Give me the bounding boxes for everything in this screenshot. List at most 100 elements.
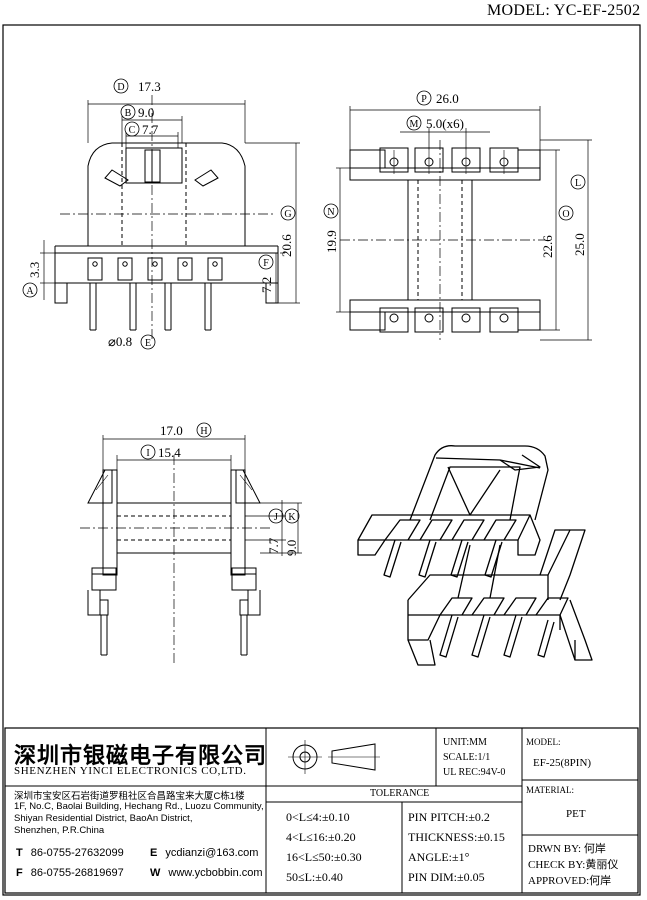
fax-value: 86-0755-26819697	[30, 867, 124, 879]
letter-O: O	[562, 209, 569, 220]
letter-K-circle	[284, 508, 300, 524]
letter-M-circle	[406, 115, 422, 131]
projection-symbol-cone	[331, 743, 376, 771]
letter-D-circle	[113, 78, 129, 94]
email-value: ycdianzi@163.com	[165, 847, 259, 859]
tolerance-row-3: 16<L≤50:±0.30	[286, 850, 362, 864]
drawn-by: DRWN BY: 何岸	[528, 843, 606, 855]
tolerance-row-2: 4<L≤16:±0.20	[286, 830, 356, 844]
isometric-view	[357, 445, 593, 666]
dim-N-value: 19.9	[324, 230, 339, 253]
letter-O-circle	[558, 205, 574, 221]
dim-E-value: ⌀0.8	[108, 334, 132, 349]
dim-I-value: 15.4	[158, 445, 181, 460]
letter-N-circle	[323, 203, 339, 219]
letter-N: N	[327, 207, 334, 218]
fax-row: F 86-0755-26819697	[16, 867, 124, 879]
letter-E-circle	[140, 334, 156, 350]
letter-I: I	[146, 448, 149, 459]
side-view	[40, 95, 300, 340]
letter-G-circle	[280, 205, 296, 221]
letter-P: P	[421, 94, 427, 105]
model-field-value: EF-25(8PIN)	[533, 757, 592, 769]
letter-C-circle	[124, 121, 140, 137]
web-key: W	[150, 867, 161, 879]
address-en-2: Shiyan Residential District, BaoAn Distr…	[14, 813, 193, 824]
letter-B-circle	[120, 104, 136, 120]
fax-key: F	[16, 867, 23, 879]
letter-J-circle	[268, 508, 284, 524]
letter-K: K	[288, 512, 296, 523]
material-value: PET	[566, 808, 586, 820]
front-view-labels	[140, 422, 300, 524]
dim-C-value: 7.7	[142, 122, 159, 137]
address-en-3: Shenzhen, P.R.China	[14, 825, 105, 836]
letter-L-circle	[570, 174, 586, 190]
dim-A-value: 3.3	[27, 262, 42, 278]
front-view	[80, 435, 302, 665]
ul-rec-label: UL REC:94V-0	[443, 767, 506, 778]
dim-J-value: 7.7	[266, 537, 281, 554]
dim-F-value: 7.2	[259, 277, 274, 293]
pin-dim: PIN DIM:±0.05	[408, 870, 485, 884]
check-by: CHECK BY:黄丽仪	[528, 859, 619, 871]
letter-A-circle	[22, 282, 38, 298]
dim-M-value: 5.0(x6)	[426, 116, 464, 131]
dim-D-value: 17.3	[138, 79, 161, 94]
pin-pitch: PIN PITCH:±0.2	[408, 810, 490, 824]
address-en-1: 1F, No.C, Baolai Building, Hechang Rd., …	[14, 801, 264, 812]
sheet-border	[2, 24, 641, 896]
top-view-labels	[323, 90, 586, 221]
thickness: THICKNESS:±0.15	[408, 830, 505, 844]
tolerance-row-4: 50≤L:±0.40	[286, 870, 343, 884]
side-view-labels	[22, 78, 296, 350]
letter-F-circle	[258, 254, 274, 270]
top-view-text: P 26.0 M 5.0(x6) N 19.9 O 22.6 L 25.0	[324, 91, 587, 258]
dim-L-value: 25.0	[572, 233, 587, 256]
tel-key: T	[16, 847, 23, 859]
letter-E: E	[145, 338, 151, 349]
unit-label: UNIT:MM	[443, 737, 487, 748]
dim-H-value: 17.0	[160, 423, 183, 438]
web-value: www.ycbobbin.com	[168, 867, 263, 879]
tel-value: 86-0755-27632099	[30, 847, 124, 859]
tolerance-title: TOLERANCE	[370, 788, 430, 799]
angle: ANGLE:±1°	[408, 850, 470, 864]
dim-P-value: 26.0	[436, 91, 459, 106]
email-key: E	[150, 847, 158, 859]
side-view-text: D 17.3 B 9.0 C 7.7 G 20.6 F 7.2 3.3 A ⌀0…	[26, 79, 294, 349]
letter-I-circle	[140, 444, 156, 460]
letter-M: M	[410, 119, 419, 130]
company-name-cn: 深圳市银磁电子有限公司	[14, 744, 268, 769]
letter-H: H	[200, 426, 207, 437]
side-body-outline	[87, 142, 246, 247]
dim-B-value: 9.0	[138, 105, 154, 120]
letter-C: C	[129, 125, 136, 136]
top-view	[336, 106, 592, 341]
letter-P-circle	[416, 90, 432, 106]
model-field-label: MODEL:	[526, 737, 561, 747]
material-label: MATERIAL:	[526, 785, 574, 795]
tolerance-row-1: 0<L≤4:±0.10	[286, 810, 350, 824]
letter-B: B	[125, 108, 132, 119]
dim-K-value: 9.0	[284, 540, 299, 556]
tel-row: T 86-0755-27632099	[16, 847, 124, 859]
company-name-en: SHENZHEN YINCI ELECTRONICS CO,LTD.	[14, 765, 247, 777]
letter-G: G	[284, 209, 291, 220]
dim-G-value: 20.6	[279, 234, 294, 257]
letter-A: A	[26, 286, 34, 297]
letter-F: F	[263, 258, 269, 269]
approved-by: APPROVED:何岸	[528, 875, 612, 887]
letter-L: L	[575, 178, 581, 189]
scale-label: SCALE:1/1	[443, 752, 491, 763]
title-block	[4, 727, 639, 894]
letter-H-circle	[196, 422, 212, 438]
side-pin-slot	[87, 257, 103, 281]
front-view-text: 17.0 H I 15.4 J 7.7 K 9.0	[146, 423, 299, 556]
letter-J: J	[274, 512, 278, 523]
address-cn: 深圳市宝安区石岩街道罗租社区合昌路宝来大厦C栋1楼	[14, 791, 245, 802]
letter-D: D	[117, 82, 124, 93]
